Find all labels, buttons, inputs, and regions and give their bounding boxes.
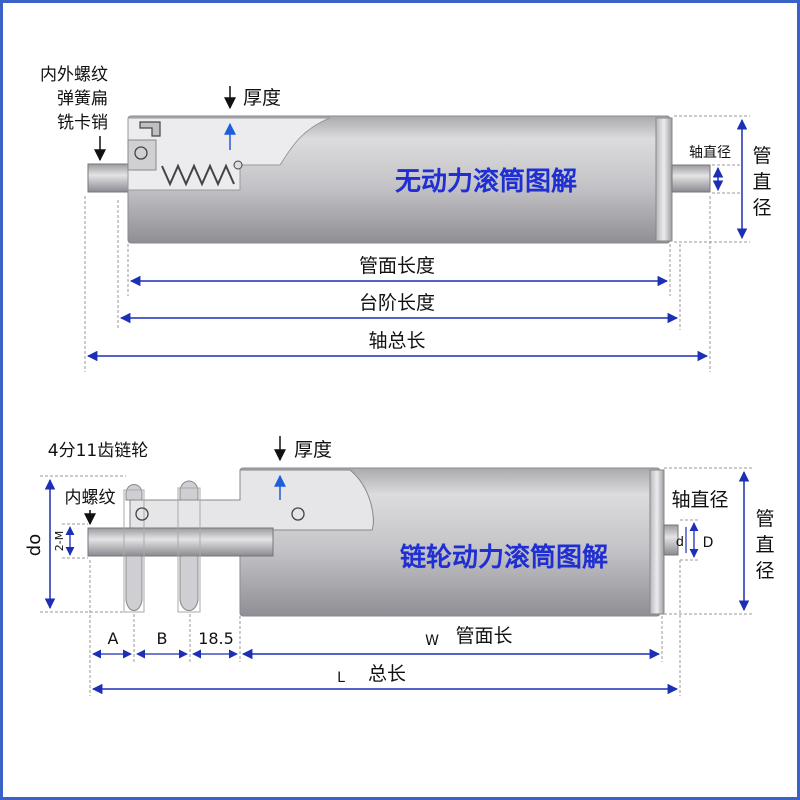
bottom-sprocket2-top-tooth [179, 480, 199, 501]
top-tube-length-label: 管面长度 [359, 255, 435, 277]
bottom-bearing-left [135, 507, 149, 521]
bottom-sprocket2 [177, 487, 201, 613]
bottom-thickness-callout: 厚度 [274, 436, 332, 500]
top-bearing-housing [127, 139, 157, 171]
bottom-A-label: A [108, 629, 119, 648]
bottom-do-dim: do [24, 475, 126, 613]
bottom-end-cap [649, 469, 665, 615]
bottom-sprocket1-bottom-tooth [125, 555, 143, 611]
bottom-W-label: W [425, 633, 439, 649]
bottom-sprocket2-bottom-tooth [179, 555, 199, 611]
top-roller-drawing [87, 115, 711, 244]
top-shaft-diameter-dim: 轴直径 [689, 144, 740, 194]
bottom-left-shaft [87, 527, 274, 557]
bottom-shaft-diameter-dim: 轴直径 d D [671, 489, 729, 561]
bottom-sprocket-label: 4分11齿链轮 [48, 441, 148, 461]
bottom-d-label: d [676, 535, 684, 550]
top-bearing [134, 146, 148, 160]
bottom-tube-diameter-label-2: 直 [755, 534, 774, 556]
bottom-tube-diameter-label-1: 管 [755, 508, 774, 530]
top-tube-diameter-label-1: 管 [752, 145, 771, 167]
bottom-tube-length-label: 管面长 [455, 625, 512, 647]
top-extension-lines [84, 196, 711, 372]
top-tube-diameter-label-2: 直 [752, 171, 771, 193]
bottom-2m-label: 2-M [53, 531, 66, 551]
top-snap-pin [139, 121, 161, 137]
top-cutaway [127, 117, 331, 191]
top-title: 无动力滚筒图解 [395, 166, 577, 197]
bottom-thickness-label: 厚度 [294, 439, 332, 461]
bottom-L-label: L [337, 670, 345, 686]
bottom-roller-drawing [87, 467, 679, 617]
top-pin-label-line1: 内外螺纹 [40, 65, 108, 85]
top-spring [161, 163, 235, 187]
bottom-thread-dim: 2-M [53, 523, 88, 559]
top-right-shaft [671, 164, 711, 193]
bottom-sprocket1-top-tooth [125, 484, 143, 501]
top-step-length-label: 台阶长度 [359, 292, 435, 314]
bottom-tube-diameter-dim: 管 直 径 [664, 467, 775, 615]
top-total-length-label: 轴总长 [368, 330, 425, 352]
bottom-bearing-right [291, 507, 305, 521]
top-pin-label-line3: 铣卡销 [57, 113, 108, 133]
top-pin-label: 内外螺纹 弹簧扁 铣卡销 [40, 65, 108, 162]
top-tube-diameter-label-3: 径 [752, 197, 771, 219]
top-shaft-diameter-label: 轴直径 [689, 144, 731, 161]
bottom-B-label: B [157, 629, 168, 648]
bottom-D-label: D [703, 535, 714, 551]
top-tube-diameter-dim: 管 直 径 [674, 115, 772, 243]
bottom-do-label: do [24, 534, 45, 556]
bottom-title: 链轮动力滚筒图解 [400, 542, 608, 573]
top-pin-label-line2: 弹簧扁 [57, 89, 108, 109]
bottom-offset-label: 18.5 [198, 629, 234, 648]
top-left-shaft [87, 163, 133, 193]
bottom-extension-lines [89, 560, 681, 696]
top-spring-ball [233, 160, 243, 170]
top-thickness-label: 厚度 [243, 87, 281, 109]
bottom-shaft-diameter-label: 轴直径 [671, 489, 728, 511]
bottom-total-length-label: 总长 [368, 663, 406, 685]
bottom-thread-label: 内螺纹 [65, 488, 116, 508]
bottom-tube-diameter-label-3: 径 [755, 560, 774, 582]
bottom-sprocket1 [123, 489, 145, 613]
top-end-cap [655, 117, 673, 242]
bottom-right-shaft-stub [663, 524, 679, 556]
top-thickness-callout: 厚度 [224, 86, 281, 150]
